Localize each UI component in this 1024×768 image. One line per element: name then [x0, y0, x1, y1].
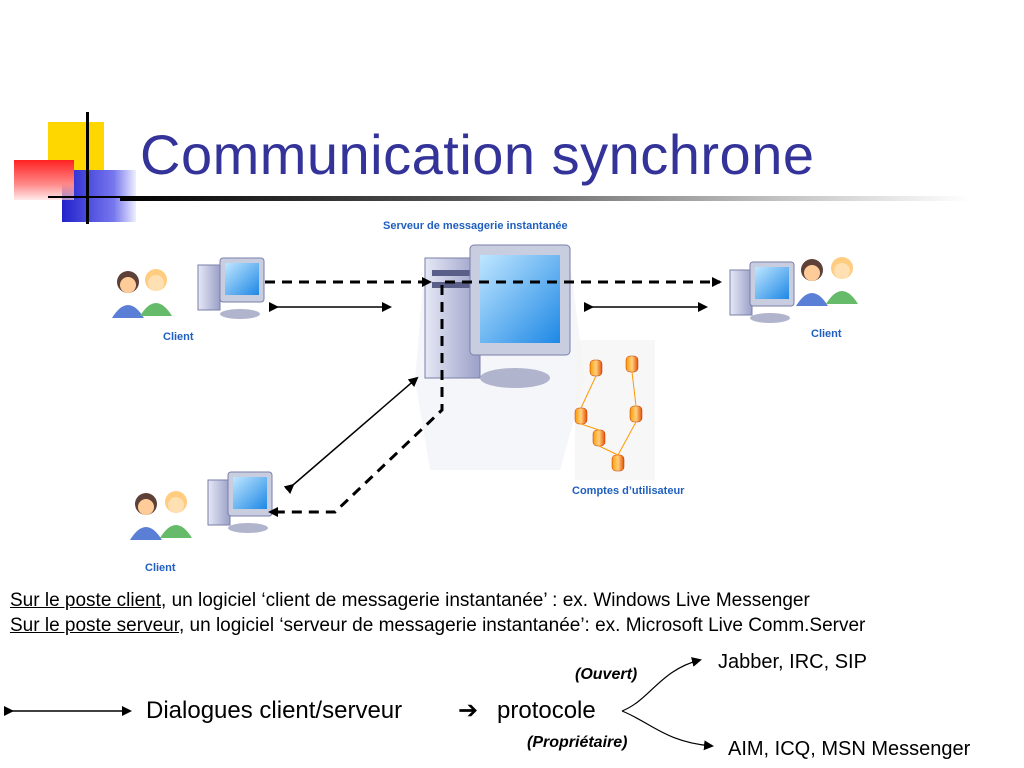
right-arrow-icon: ➔ [458, 697, 479, 724]
computer-icon [207, 471, 273, 533]
client-description: Sur le poste client, un logiciel ‘client… [10, 590, 810, 612]
proprietary-protocols: AIM, ICQ, MSN Messenger [728, 738, 971, 760]
users-icon [796, 257, 858, 306]
computer-icon [729, 261, 795, 323]
client-top-right [729, 257, 858, 323]
server-description-text: , un logiciel ‘serveur de messagerie ins… [178, 615, 866, 636]
database-icon [574, 340, 655, 480]
network-diagram [112, 244, 858, 540]
branch-open [621, 657, 702, 712]
client-label-top-left: Client [163, 331, 194, 343]
client-description-prefix: Sur le poste client [10, 590, 162, 611]
accounts-label: Comptes d’utilisateur [572, 485, 685, 497]
users-icon [130, 491, 192, 540]
proprietary-label: (Propriétaire) [527, 734, 628, 751]
server-icon [415, 244, 585, 470]
title-underline [120, 196, 970, 201]
server-label: Serveur de messagerie instantanée [383, 220, 568, 232]
solid-arrows [269, 302, 708, 495]
users-icon [112, 269, 172, 318]
open-protocols: Jabber, IRC, SIP [718, 651, 867, 673]
client-label-bottom: Client [145, 562, 176, 574]
dashed-links [265, 277, 722, 517]
client-description-text: , un logiciel ‘client de messagerie inst… [161, 590, 810, 611]
protocol-diagram [4, 657, 714, 751]
computer-icon [197, 257, 265, 319]
dialogues-text: Dialogues client/serveur [146, 697, 403, 724]
server-description: Sur le poste serveur, un logiciel ‘serve… [10, 615, 865, 637]
protocole-text: protocole [497, 697, 596, 724]
branch-proprietary [621, 710, 714, 751]
open-label: (Ouvert) [575, 666, 638, 683]
client-bottom-left [130, 471, 273, 540]
page-title: Communication synchrone [140, 123, 815, 186]
client-label-top-right: Client [811, 328, 842, 340]
client-top-left [112, 257, 265, 319]
server-description-prefix: Sur le poste serveur [10, 615, 179, 636]
